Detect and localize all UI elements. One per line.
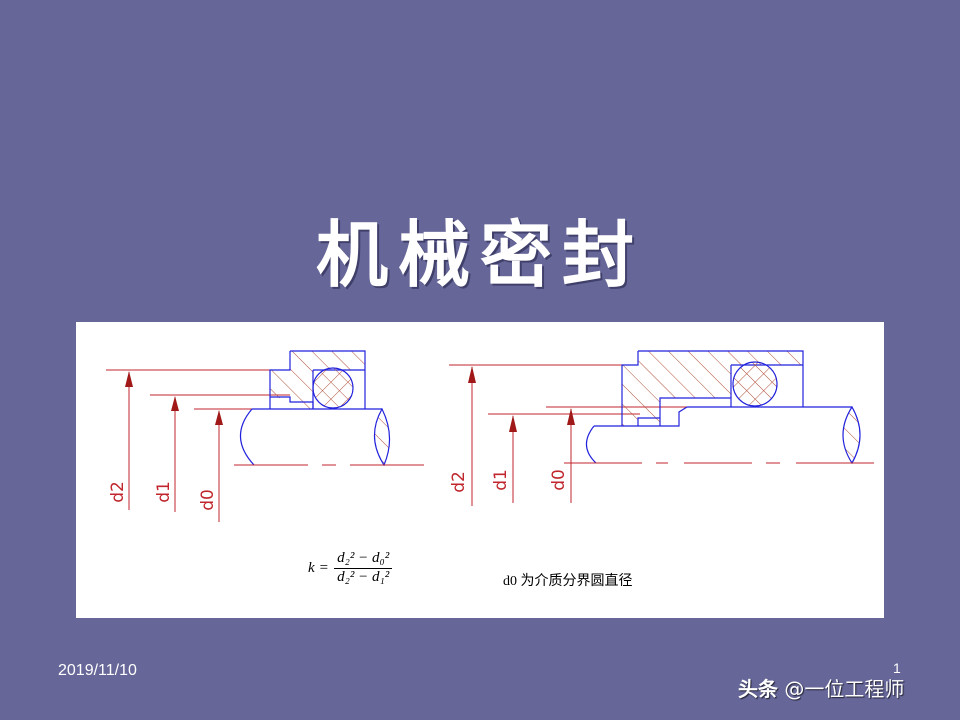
formula-denominator: d₂² − d₁² [337,569,390,585]
watermark: 头条 @一位工程师 [738,673,904,702]
formula-lhs: k [308,559,315,576]
formula-note: d0 为介质分界圆直径 [503,574,633,589]
page-number: 1 [893,660,901,676]
formula-equals: = [319,559,329,576]
slide-title: 机械密封 [315,213,644,297]
diagram-panel [76,322,884,618]
watermark-handle: @一位工程师 [784,677,905,701]
footer-date: 2019/11/10 [58,662,137,679]
formula-numerator: d₂² − d₀² [334,550,393,569]
balance-ratio-formula: k = d₂² − d₀² d₂² − d₁² [308,550,393,586]
watermark-brand: 头条 [738,677,778,701]
formula-fraction: d₂² − d₀² d₂² − d₁² [334,550,393,586]
